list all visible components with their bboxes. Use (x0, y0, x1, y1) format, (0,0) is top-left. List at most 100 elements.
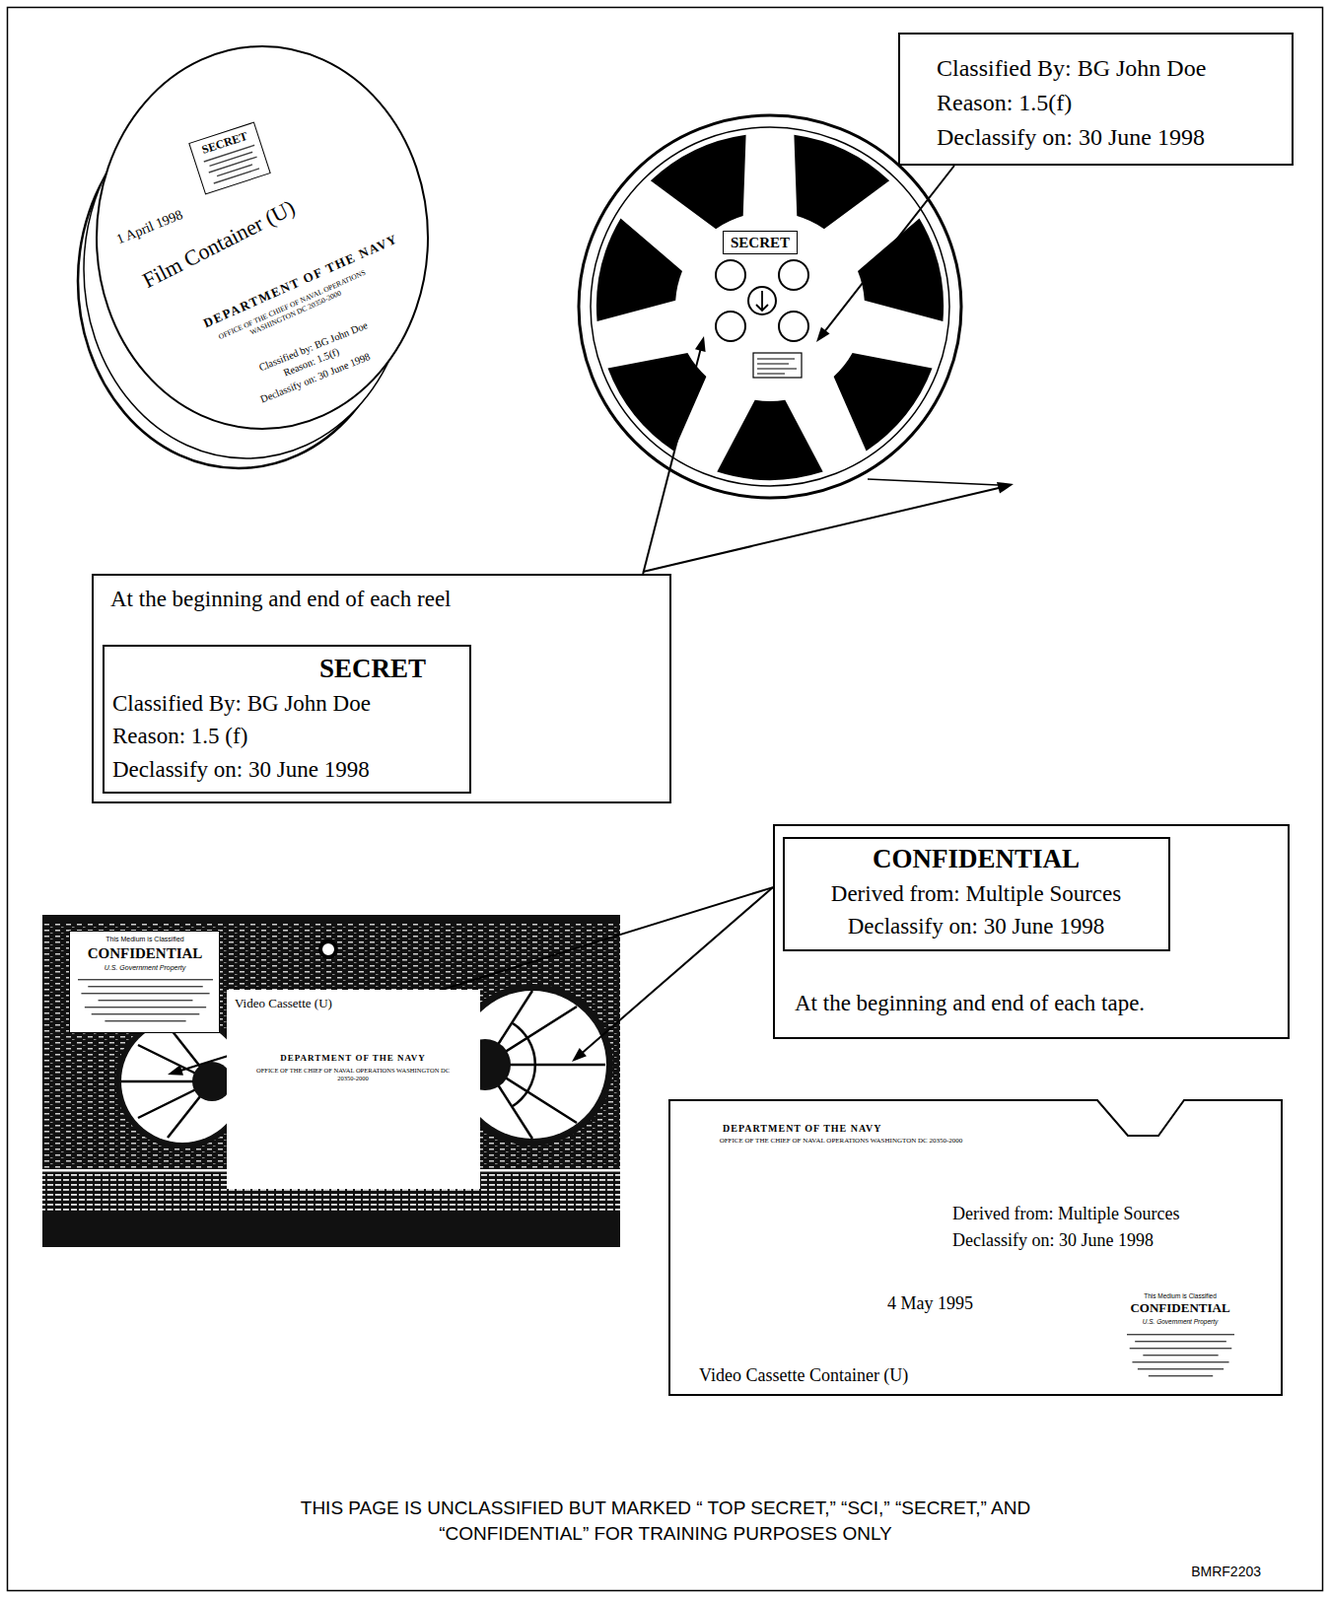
reel-opening (596, 135, 944, 481)
node-text: Reason: 1.5 (f) (112, 722, 248, 751)
node-text: U.S. Government Property (104, 964, 186, 973)
classification-sticker-outline (91, 1013, 201, 1015)
marking-box: SECRET Classified By: BG John DoeReason: … (102, 644, 472, 794)
reel-opening (834, 352, 933, 451)
cassette-container-outline (669, 1100, 1282, 1396)
classification-sticker-outline (216, 163, 253, 177)
video-cassette-body (42, 914, 621, 1248)
node-text: CONFIDENTIAL (872, 842, 1080, 875)
film-leader-arrow (867, 479, 998, 486)
node-text: Classified By: BG John Doe (936, 54, 1206, 83)
video-cassette: This Medium is ClassifiedCONFIDENTIALU.S… (42, 914, 621, 1248)
video-cassette-body (121, 1020, 244, 1143)
reel-opening (596, 217, 683, 322)
classification-sticker-outline (1129, 1347, 1233, 1349)
classification-sticker-outline (1148, 1375, 1213, 1377)
callout-line (642, 348, 701, 574)
callout-line (580, 887, 773, 1054)
film-leader-arrow (642, 479, 1014, 572)
node-text: OFFICE OF THE CHIEF OF NAVAL OPERATIONS … (707, 1136, 975, 1145)
arrowhead (816, 327, 831, 343)
marking-box: CONFIDENTIAL Derived from: Multiple Sourc… (782, 837, 1171, 952)
film-container-outline (70, 44, 436, 479)
classification-sticker-outline (84, 1006, 207, 1008)
node-text: Derived from: Multiple Sources (831, 880, 1121, 909)
callout-box: At the beginning and end of each tape.CO… (772, 824, 1290, 1040)
node-text: This Medium is Classified (1143, 1292, 1217, 1301)
callout-arrow (642, 336, 705, 574)
film-leader-arrow (996, 482, 1014, 494)
classification-sticker-outline (209, 151, 253, 168)
film-reel (590, 127, 950, 487)
film-reel (715, 260, 746, 290)
film-container: 1 April 1998Film Container (U)DEPARTMENT… (70, 44, 436, 479)
film-container-outline (96, 46, 428, 429)
node-text: DEPARTMENT OF THE NAVY (280, 1052, 425, 1064)
classification-sticker: This Medium is ClassifiedCONFIDENTIALU.S… (1119, 1290, 1243, 1389)
classification-sticker-outline (1126, 1333, 1235, 1335)
classification-sticker-outline (104, 1020, 186, 1022)
film-leader-arrow (642, 488, 1000, 572)
arrowhead (695, 336, 706, 352)
film-reel (778, 311, 809, 342)
video-cassette-body (320, 941, 337, 958)
node-text: SECRET (722, 230, 798, 255)
node-text: This Medium is Classified (105, 935, 184, 944)
classification-sticker-outline (1142, 1354, 1218, 1356)
node-text: SECRET (319, 652, 426, 685)
page-frame (7, 7, 1324, 1592)
node-text: Derived from: Multiple Sources (952, 1203, 1180, 1226)
node-text: Declassify on: 30 June 1998 (936, 123, 1205, 152)
arrowhead (571, 1048, 587, 1062)
film-reel (715, 311, 746, 342)
figure-id: BMRF2203 (1190, 1563, 1261, 1581)
node-text: Video Cassette Container (U) (699, 1365, 909, 1388)
classification-sticker-outline (80, 992, 210, 994)
film-reel (756, 290, 769, 311)
node-text: Declassify on: 30 June 1998 (952, 1230, 1154, 1253)
reel-opening (650, 135, 747, 230)
classification-sticker-outline (87, 985, 203, 987)
callout-box: At the beginning and end of each reelSEC… (91, 573, 672, 804)
callout-arrow (816, 165, 955, 343)
classification-sticker-outline (77, 979, 213, 980)
film-reel (748, 286, 776, 315)
film-reel (778, 260, 809, 290)
node-text: Reason: 1.5(f) (936, 88, 1072, 118)
cassette-label: Video Cassette (U) DEPARTMENT OF THE NAVY… (226, 989, 481, 1190)
cassette-container: DEPARTMENT OF THE NAVYOFFICE OF THE CHIE… (668, 1099, 1283, 1397)
callout-arrow (571, 887, 773, 1062)
callout-line (823, 165, 955, 334)
node-text: Declassify on: 30 June 1998 (112, 756, 370, 784)
node-text: At the beginning and end of each reel (110, 585, 452, 614)
classification-sticker-outline (1131, 1361, 1229, 1363)
classification-sticker: This Medium is ClassifiedCONFIDENTIALU.S… (69, 930, 220, 1034)
arrowhead (167, 1064, 184, 1076)
classification-sticker-outline (213, 167, 261, 184)
film-reel (757, 358, 797, 374)
node-text: OFFICE OF THE CHIEF OF NAVAL OPERATIONS … (254, 1066, 452, 1083)
reel-opening (608, 352, 707, 451)
callout-box: Classified By: BG John DoeReason: 1.5(f)… (898, 32, 1294, 166)
film-reel-outline (576, 113, 964, 500)
node-text: 4 May 1995 (887, 1293, 974, 1316)
reel-opening (793, 135, 890, 230)
video-cassette-body (42, 914, 621, 1248)
node-text: CONFIDENTIAL (87, 944, 204, 963)
video-cassette-body (192, 1061, 232, 1102)
classification-sticker-outline (98, 999, 194, 1001)
video-cassette-body (458, 990, 607, 1139)
film-reel (753, 352, 802, 378)
node-text: Video Cassette (U) (234, 995, 333, 1012)
classification-sticker-outline (1134, 1340, 1227, 1342)
reel-opening (716, 400, 823, 481)
node-text: DEPARTMENT OF THE NAVY (722, 1122, 882, 1135)
node-text: Classified By: BG John Doe (112, 690, 371, 718)
node-text: U.S. Government Property (1142, 1318, 1219, 1327)
classification-sticker-outline (1137, 1368, 1224, 1370)
video-cassette-body (42, 1214, 621, 1248)
film-reel-outline (578, 115, 962, 498)
film-reel (590, 127, 950, 487)
video-cassette-body (512, 1023, 536, 1107)
